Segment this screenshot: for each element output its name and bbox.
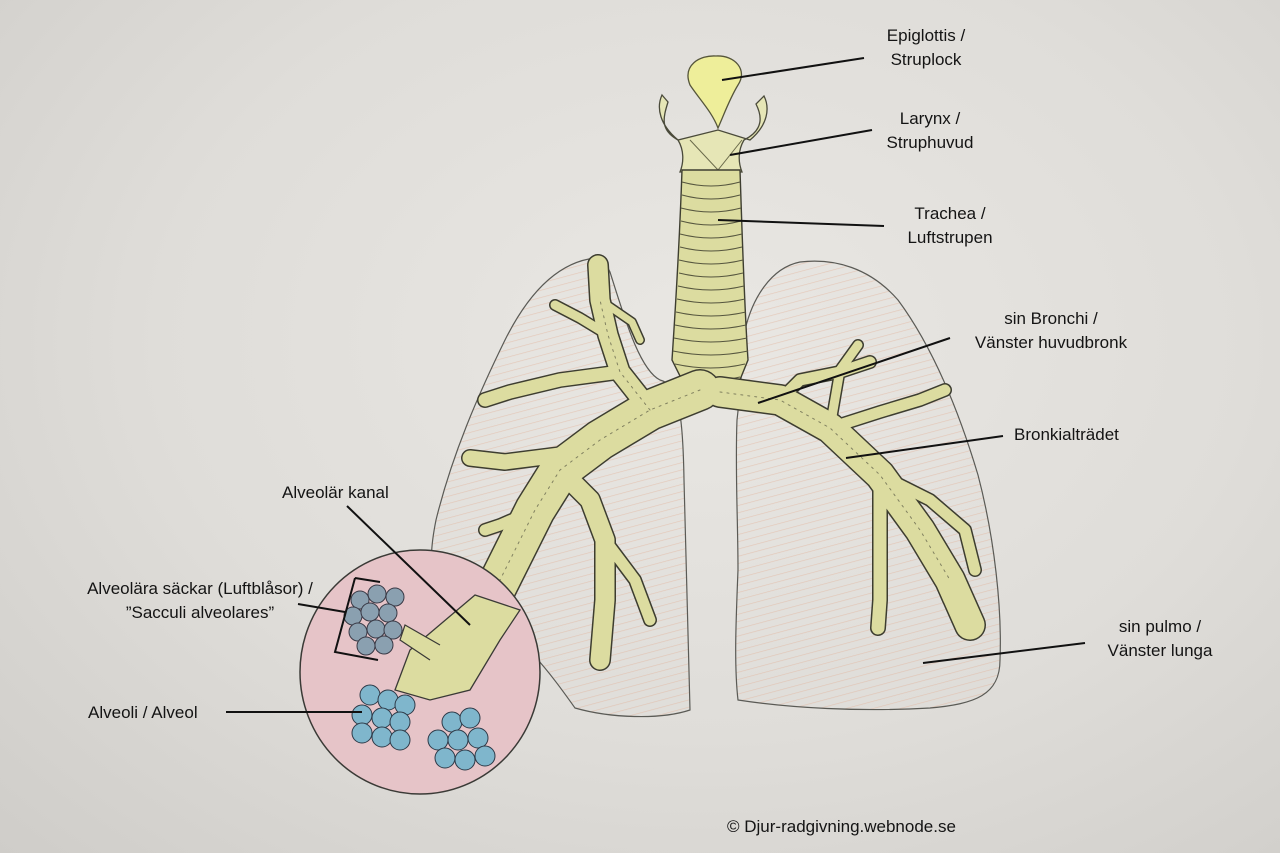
alveolar-sac-bracket <box>333 577 381 661</box>
label-lung: sin pulmo / Vänster lunga <box>1107 617 1213 660</box>
label-epiglottis: Epiglottis / Struplock <box>886 26 966 69</box>
label-trachea: Trachea / Luftstrupen <box>907 204 993 247</box>
larynx <box>658 93 768 173</box>
label-bronchial-tree: Bronkialträdet <box>1014 425 1119 444</box>
label-alveolar-duct: Alveolär kanal <box>282 483 389 502</box>
credit-text: © Djur-radgivning.webnode.se <box>727 817 956 836</box>
epiglottis <box>687 55 743 130</box>
leader-lines <box>226 57 1086 713</box>
label-larynx: Larynx / Struphuvud <box>886 109 974 152</box>
trachea <box>671 169 749 393</box>
label-alveoli: Alveoli / Alveol <box>88 703 198 722</box>
label-bronchi: sin Bronchi / Vänster huvudbronk <box>974 309 1128 352</box>
label-alveolar-sacs: Alveolära säckar (Luftblåsor) / ”Sacculi… <box>87 579 313 622</box>
alveolar-inset <box>299 549 541 795</box>
tracheal-rings <box>672 181 749 381</box>
